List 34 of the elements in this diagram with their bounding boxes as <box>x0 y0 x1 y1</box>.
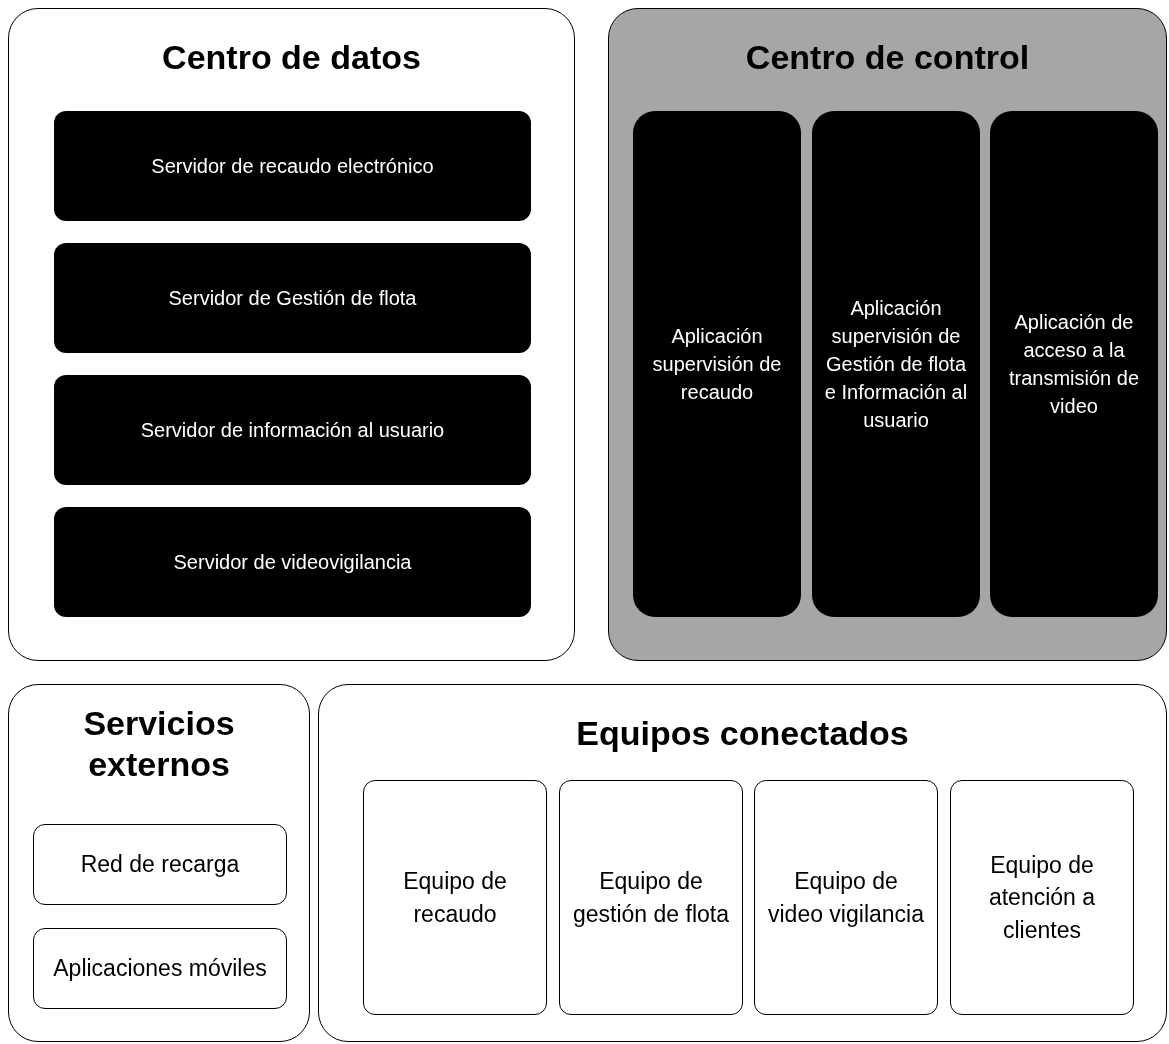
server-box <box>54 111 531 221</box>
box-label: Aplicación de acceso a la transmisión de video <box>1007 310 1141 419</box>
equipment-box <box>33 928 287 1009</box>
equipment-box <box>33 824 287 905</box>
group-panel <box>8 8 575 661</box>
panel-title: Centro de datos <box>161 37 422 78</box>
box-label: Red de recarga <box>80 850 240 880</box>
server-box <box>54 375 531 485</box>
equipment-box <box>559 780 743 1015</box>
panel-title: Centro de control <box>744 37 1031 78</box>
box-label: Servidor de videovigilancia <box>173 550 412 575</box>
equipment-box <box>754 780 938 1015</box>
group-panel <box>8 684 310 1042</box>
box-label: Equipo de gestión de flota <box>572 867 730 929</box>
box-label: Equipo de video vigilancia <box>767 867 925 929</box>
application-box <box>633 111 801 617</box>
box-label: Servidor de información al usuario <box>140 418 445 443</box>
equipment-box <box>363 780 547 1015</box>
box-label: Aplicación supervisión de Gestión de flota e Información al usuario <box>824 296 968 433</box>
application-box <box>990 111 1158 617</box>
application-box <box>812 111 980 617</box>
group-panel <box>608 8 1167 661</box>
server-box <box>54 243 531 353</box>
box-label: Equipo de atención a clientes <box>987 851 1097 945</box>
panel-title: Equipos conectados <box>575 713 910 754</box>
box-label: Servidor de recaudo electrónico <box>151 154 434 179</box>
equipment-box <box>950 780 1134 1015</box>
box-label: Equipo de recaudo <box>402 867 508 929</box>
group-panel <box>318 684 1167 1042</box>
server-box <box>54 507 531 617</box>
panel-title: Servicios externos <box>82 703 236 785</box>
box-label: Servidor de Gestión de flota <box>168 286 417 311</box>
box-label: Aplicación supervisión de recaudo <box>651 324 783 405</box>
box-label: Aplicaciones móviles <box>53 954 267 984</box>
